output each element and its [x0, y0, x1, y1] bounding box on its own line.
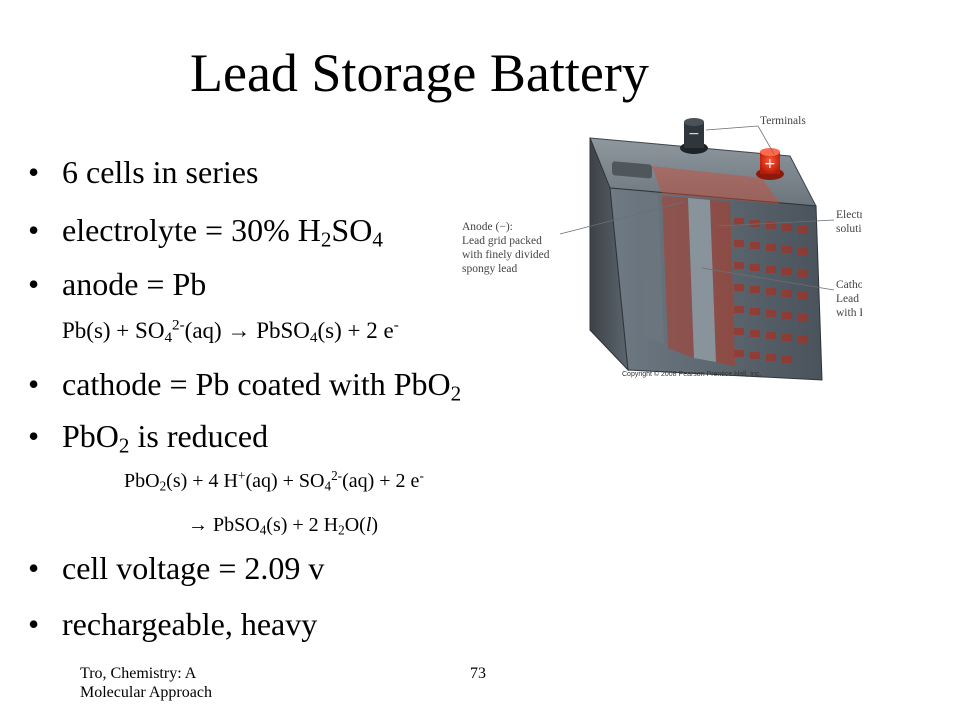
bullet-dot: •	[28, 266, 40, 302]
bullet-dot: •	[28, 606, 40, 642]
leader-lines	[559, 125, 835, 291]
svg-text:with PbO2: with PbO2	[836, 307, 862, 321]
svg-text:Lead grid packed: Lead grid packed	[836, 293, 862, 305]
cell-plates	[638, 192, 808, 366]
svg-text:with finely divided: with finely divided	[462, 249, 550, 261]
cathode-equation-line1: PbO2(s) + 4 H+(aq) + SO42-(aq) + 2 e-	[124, 467, 424, 494]
svg-text:solution of H2SO4: solution of H2SO4	[836, 223, 862, 237]
positive-terminal: +	[756, 148, 784, 180]
bullet-dot: •	[28, 418, 40, 454]
cathode-label: Cathode (+): Lead grid packed with PbO2	[836, 279, 862, 321]
terminals-label: Terminals	[760, 115, 806, 127]
negative-terminal: −	[680, 118, 708, 154]
bullet-dot: •	[28, 154, 40, 190]
minus-sign: −	[688, 126, 700, 142]
anode-label: Anode (−): Lead grid packed with finely …	[462, 221, 550, 275]
slide-title: Lead Storage Battery	[190, 43, 649, 103]
svg-text:Anode (−):: Anode (−):	[462, 221, 513, 233]
bullet-cells: •6 cells in series	[28, 154, 259, 190]
bullet-anode: •anode = Pb	[28, 266, 207, 302]
svg-text:Lead grid packed: Lead grid packed	[462, 235, 542, 247]
reaction-arrow-icon: →	[227, 318, 251, 343]
svg-text:spongy lead: spongy lead	[462, 263, 518, 275]
battery-illustration: − + Terminals Anode (−): Lead grid packe…	[462, 115, 862, 381]
bullet-rechargeable: •rechargeable, heavy	[28, 606, 318, 642]
anode-equation: Pb(s) + SO42-(aq) → PbSO4(s) + 2 e-	[62, 316, 399, 346]
bullet-dot: •	[28, 366, 40, 402]
svg-text:Cathode (+):: Cathode (+):	[836, 279, 862, 291]
bullet-cathode: •cathode = Pb coated with PbO2	[28, 366, 462, 406]
bullet-electrolyte: •electrolyte = 30% H2SO4	[28, 212, 383, 252]
plus-sign: +	[764, 156, 776, 172]
svg-text:Electrolyte: 30%: Electrolyte: 30%	[836, 209, 862, 221]
bullet-dot: •	[28, 550, 40, 586]
cathode-equation-line2: → PbSO4(s) + 2 H2O(l)	[188, 514, 379, 538]
copyright-text: Copyright © 2008 Pearson Prentice Hall, …	[622, 370, 761, 378]
bullet-pbo2-reduced: •PbO2 is reduced	[28, 418, 269, 458]
bullet-cell-voltage: •cell voltage = 2.09 v	[28, 550, 325, 586]
footer-page-number: 73	[470, 665, 486, 682]
bullet-dot: •	[28, 212, 40, 248]
reaction-arrow-icon: →	[188, 514, 208, 536]
electrolyte-label: Electrolyte: 30% solution of H2SO4	[836, 209, 862, 237]
footer-source: Tro, Chemistry: A Molecular Approach	[80, 665, 212, 701]
